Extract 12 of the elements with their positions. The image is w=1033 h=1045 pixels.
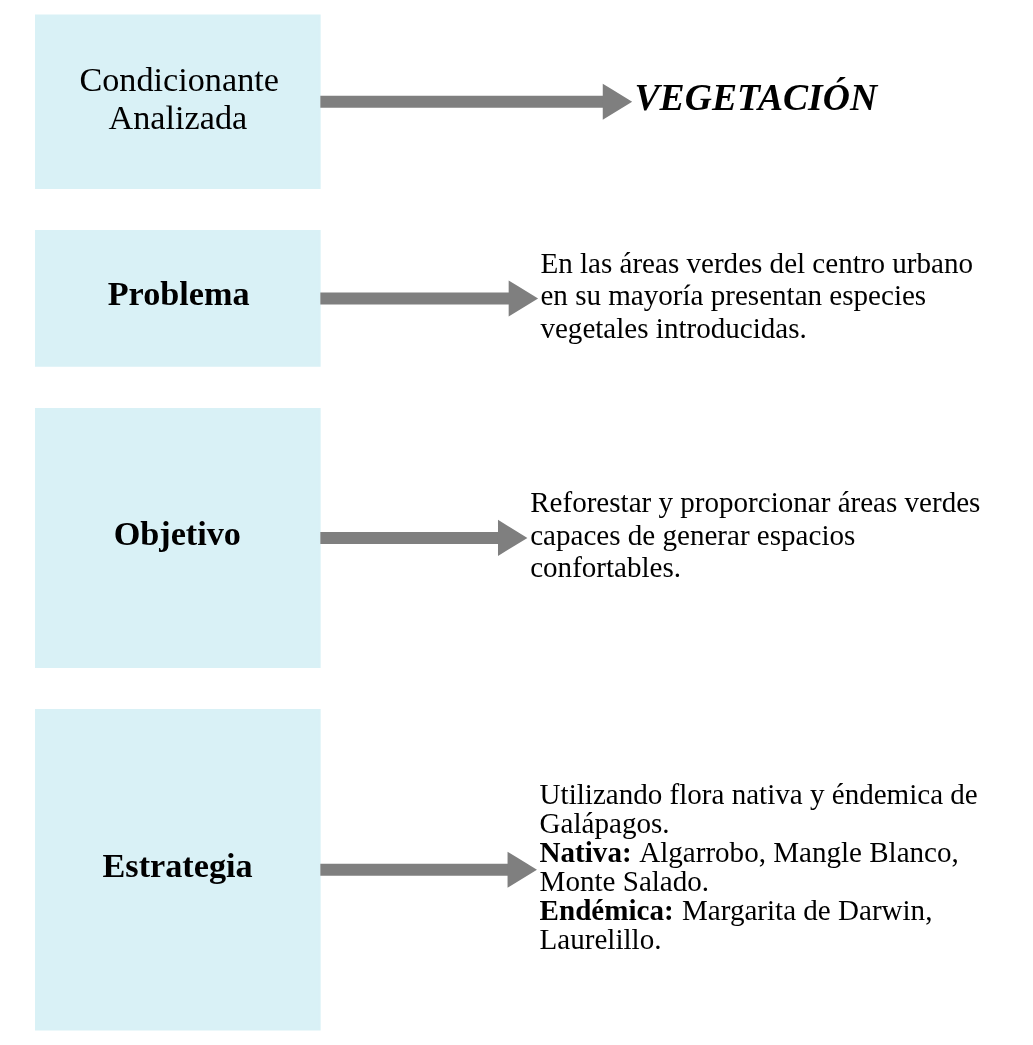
arrow [320, 851, 537, 888]
node-box: Objetivo [35, 407, 321, 668]
node-text: Reforestar y proporcionar áreas verdes capaces de generar espacios confortables. [530, 486, 981, 584]
arrow [320, 519, 528, 556]
node-text: Utilizando flora nativa y éndemica de Galápagos. Nativa: Algarrobo, Mangle Blanco, Monte Salado. Endémica: Margarita de Darwin, Laurelillo. [539, 778, 978, 956]
node-box: Problema [35, 230, 321, 367]
node-box: Condicionante Analizada [35, 14, 321, 189]
node-text: En las áreas verdes del centro urbano en su mayoría presentan especies vegetales introducidas. [540, 246, 973, 344]
arrow [320, 280, 539, 317]
node-box: Estrategia [35, 708, 321, 1031]
arrow [320, 83, 633, 120]
node-text: VEGETACIÓN [634, 75, 878, 118]
